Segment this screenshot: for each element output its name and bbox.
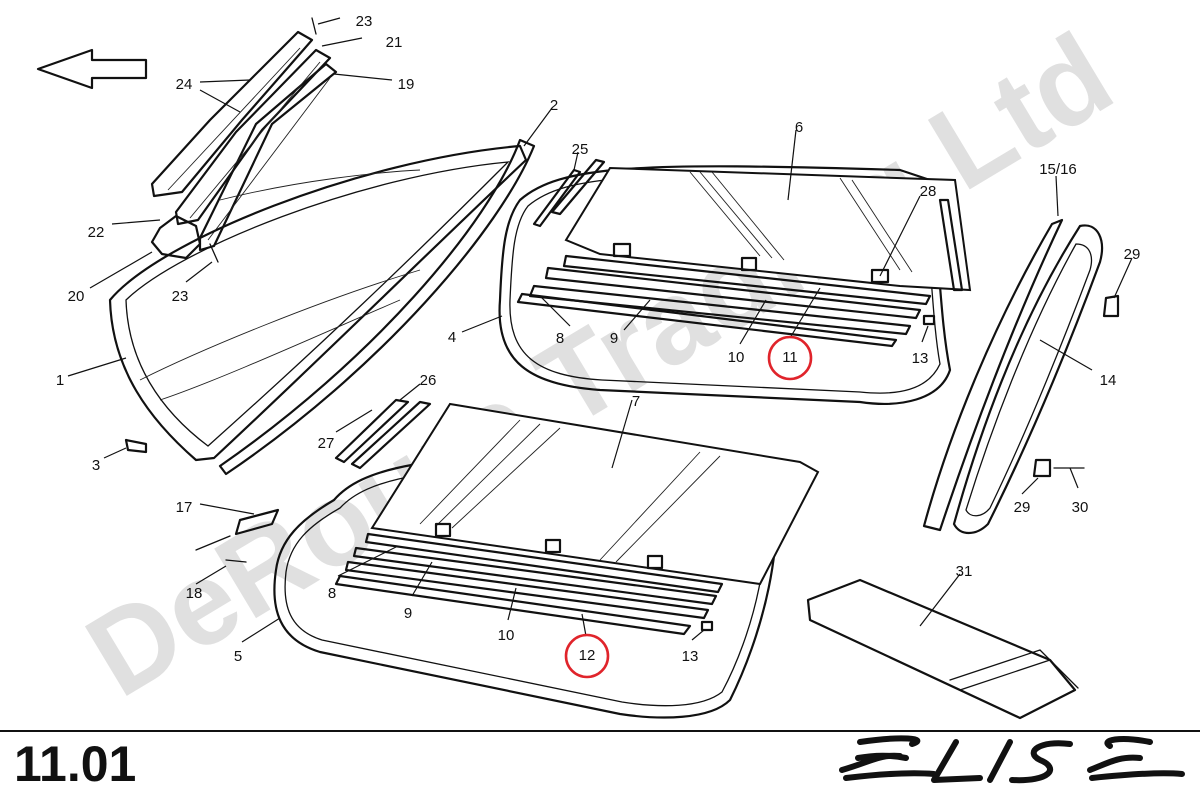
callout-29: 29 — [1124, 246, 1141, 263]
watermark-text: DeRoure Trading Ltd — [65, 8, 1133, 722]
lower-channel-strip-12 — [334, 574, 692, 636]
a-pillar-trim-assembly — [150, 17, 338, 263]
channel-strip-8 — [516, 292, 898, 348]
callout-23: 23 — [172, 288, 189, 305]
callout-31: 31 — [956, 563, 973, 580]
callout-2: 2 — [550, 97, 558, 114]
callout-10: 10 — [498, 627, 515, 644]
lower-channel-strip-8 — [344, 560, 710, 620]
callout-leaders — [67, 17, 1133, 643]
upper-door-assembly — [498, 158, 972, 405]
callout-9: 9 — [404, 605, 412, 622]
callout-11: 11 — [782, 349, 798, 366]
windscreen-glass-1 — [108, 144, 528, 462]
end-cap-13-lower — [700, 620, 714, 632]
callout-1: 1 — [56, 372, 64, 389]
page-number: 11.01 — [14, 736, 136, 792]
channel-strip-10 — [544, 266, 922, 320]
lower-glass-clips — [434, 522, 664, 570]
callout-6: 6 — [795, 119, 803, 136]
lower-runner-strips-26 — [334, 398, 432, 470]
door-glass-6 — [564, 166, 972, 292]
channel-strip-11 — [562, 254, 932, 306]
callout-12: 12 — [579, 647, 596, 664]
end-cap-13-upper — [922, 314, 936, 326]
lower-channel-strip-9 — [352, 546, 718, 606]
callout-23: 23 — [356, 13, 373, 30]
lower-door-assembly — [195, 398, 820, 719]
callout-3: 3 — [92, 457, 100, 474]
callout-4: 4 — [448, 329, 456, 346]
sliding-window-14 — [952, 224, 1104, 535]
sliding-window-assembly — [922, 218, 1120, 535]
callout-22: 22 — [88, 224, 105, 241]
callout-14: 14 — [1100, 372, 1117, 389]
callout-19: 19 — [398, 76, 415, 93]
callout-24: 24 — [176, 76, 193, 93]
callout-27: 27 — [318, 435, 335, 452]
callout-29: 29 — [1014, 499, 1031, 516]
callout-18: 18 — [186, 585, 203, 602]
callout-10: 10 — [728, 349, 745, 366]
lower-channel-strip-10-top — [364, 532, 724, 594]
storage-bag-flap — [949, 649, 1079, 691]
callout-7: 7 — [632, 393, 640, 410]
highlight-circle-12 — [564, 633, 610, 679]
wiper-strips-25 — [532, 158, 606, 228]
door-glass-7 — [370, 402, 820, 586]
callout-5: 5 — [234, 648, 242, 665]
highlight-circles — [564, 335, 813, 679]
bracket-17 — [234, 508, 280, 536]
front-direction-arrow-icon — [36, 48, 148, 90]
windscreen-glare-lines — [139, 169, 421, 401]
callout-30: 30 — [1072, 499, 1089, 516]
catch-29-lower — [1032, 458, 1052, 478]
door-seal-frame-4 — [498, 165, 952, 405]
callout-13: 13 — [682, 648, 699, 665]
callout-8: 8 — [556, 330, 564, 347]
callout-8: 8 — [328, 585, 336, 602]
windscreen-inner-edge — [125, 161, 510, 447]
callout-28: 28 — [920, 183, 937, 200]
storage-bag-31 — [806, 578, 1079, 720]
window-outer-seal-15 — [922, 218, 1064, 532]
pillar-trim-24-outer — [150, 30, 314, 198]
callout-9: 9 — [610, 330, 618, 347]
rear-runner-strip — [938, 198, 964, 292]
callout-13: 13 — [912, 350, 929, 367]
pillar-base-bracket-20-22 — [150, 214, 202, 260]
callout-15-16: 15/16 — [1039, 161, 1077, 178]
pillar-trim-rivet-lines — [167, 47, 331, 241]
lower-glass-glare-lines — [419, 419, 721, 563]
channel-strip-9 — [528, 284, 912, 336]
elise-logo — [839, 735, 1185, 784]
windscreen-assembly — [108, 138, 536, 476]
callout-21: 21 — [386, 34, 403, 51]
highlight-circle-11 — [767, 335, 813, 381]
callout-17: 17 — [176, 499, 193, 516]
catch-29-upper — [1102, 294, 1120, 318]
door-glass-glare-lines — [689, 171, 913, 273]
windscreen-seal-strip-2 — [218, 138, 536, 476]
sliding-window-inner-edge — [965, 243, 1093, 517]
callout-20: 20 — [68, 288, 85, 305]
fixing-18 — [195, 535, 247, 563]
storage-bag-body — [806, 578, 1077, 720]
clip-3 — [124, 438, 148, 454]
callout-25: 25 — [572, 141, 589, 158]
callout-26: 26 — [420, 372, 437, 389]
